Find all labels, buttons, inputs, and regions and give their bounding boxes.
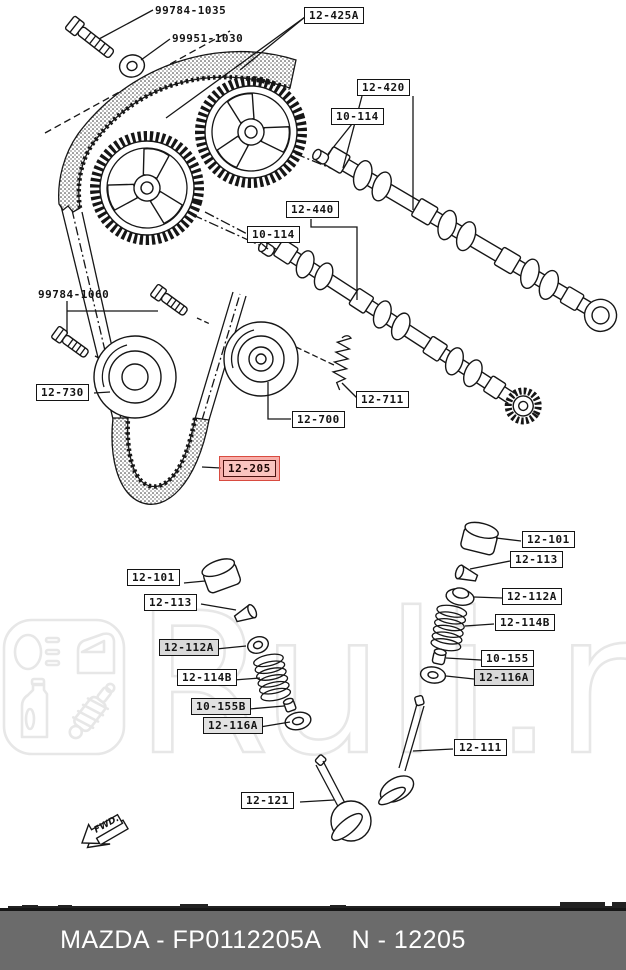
part-label-12-440[interactable]: 12-440 bbox=[286, 201, 339, 218]
part-label-12-711[interactable]: 12-711 bbox=[356, 391, 409, 408]
part-label-12-101-left[interactable]: 12-101 bbox=[127, 569, 180, 586]
part-label-10-114-upper[interactable]: 10-114 bbox=[331, 108, 384, 125]
bottom-edge-marks bbox=[8, 902, 626, 910]
leader-lines bbox=[66, 9, 522, 803]
part-label-12-114B-right[interactable]: 12-114B bbox=[495, 614, 555, 631]
part-label-12-205[interactable]: 12-205 bbox=[223, 460, 276, 477]
part-label-12-111[interactable]: 12-111 bbox=[454, 739, 507, 756]
shock-absorber-icon bbox=[68, 682, 116, 740]
exploded-view-drawing: FWD. bbox=[8, 9, 626, 910]
part-label-12-205-highlighted[interactable]: 12-205 bbox=[219, 456, 280, 481]
part-label-12-425A[interactable]: 12-425A bbox=[304, 7, 364, 24]
camshaft-intake-drawing bbox=[323, 146, 618, 333]
valve-exhaust-drawing bbox=[378, 694, 425, 806]
footer-catalog-code: N - 12205 bbox=[351, 926, 466, 954]
part-label-12-116A-right[interactable]: 12-116A bbox=[474, 669, 534, 686]
part-label-99951-1030[interactable]: 99951-1030 bbox=[172, 32, 244, 45]
car-door-icon bbox=[76, 632, 116, 675]
part-label-12-112A-left[interactable]: 12-112A bbox=[159, 639, 219, 656]
fwd-direction-arrow: FWD. bbox=[81, 813, 129, 849]
part-label-99784-1060[interactable]: 99784-1060 bbox=[38, 288, 110, 301]
valve-parts-left-drawing bbox=[201, 558, 312, 731]
part-label-12-101-right[interactable]: 12-101 bbox=[522, 531, 575, 548]
valve-parts-right-drawing bbox=[419, 521, 499, 684]
part-label-12-114B-left[interactable]: 12-114B bbox=[177, 669, 237, 686]
plug-intake-drawing bbox=[312, 148, 330, 165]
part-label-12-730[interactable]: 12-730 bbox=[36, 384, 89, 401]
part-label-12-113-left[interactable]: 12-113 bbox=[144, 594, 197, 611]
tensioner-pulley-drawing bbox=[223, 321, 299, 397]
part-label-12-112A-right[interactable]: 12-112A bbox=[502, 588, 562, 605]
idler-bolt-upper-drawing bbox=[150, 283, 188, 316]
watermark-layer: Ruli.ru bbox=[2, 570, 626, 799]
washer-top-drawing bbox=[118, 54, 146, 78]
part-label-12-116A-left[interactable]: 12-116A bbox=[203, 717, 263, 734]
idler-pulley-drawing bbox=[93, 335, 177, 419]
camshaft-exhaust-drawing bbox=[273, 239, 542, 425]
part-label-12-121[interactable]: 12-121 bbox=[241, 792, 294, 809]
bolt-top-drawing bbox=[64, 15, 115, 59]
footer-part-number: MAZDA - FP0112205A bbox=[60, 926, 322, 954]
part-label-12-113-right[interactable]: 12-113 bbox=[510, 551, 563, 568]
part-label-10-114-lower[interactable]: 10-114 bbox=[247, 226, 300, 243]
part-label-99784-1035[interactable]: 99784-1035 bbox=[155, 4, 227, 17]
footer-bar: MAZDA - FP0112205A N - 12205 bbox=[0, 908, 626, 970]
valve-intake-drawing bbox=[314, 754, 372, 842]
watermark-icon-card bbox=[2, 618, 126, 756]
idler-bolt-lower-drawing bbox=[51, 325, 89, 358]
part-label-10-155B[interactable]: 10-155B bbox=[191, 698, 251, 715]
part-label-10-155[interactable]: 10-155 bbox=[481, 650, 534, 667]
part-label-12-700[interactable]: 12-700 bbox=[292, 411, 345, 428]
cam-gear-left-drawing bbox=[90, 131, 204, 245]
part-label-12-420[interactable]: 12-420 bbox=[357, 79, 410, 96]
oil-canister-icon bbox=[20, 677, 49, 739]
headlight-icon bbox=[13, 633, 61, 671]
cam-gear-right-drawing bbox=[195, 76, 307, 188]
tensioner-spring-drawing bbox=[331, 335, 353, 391]
